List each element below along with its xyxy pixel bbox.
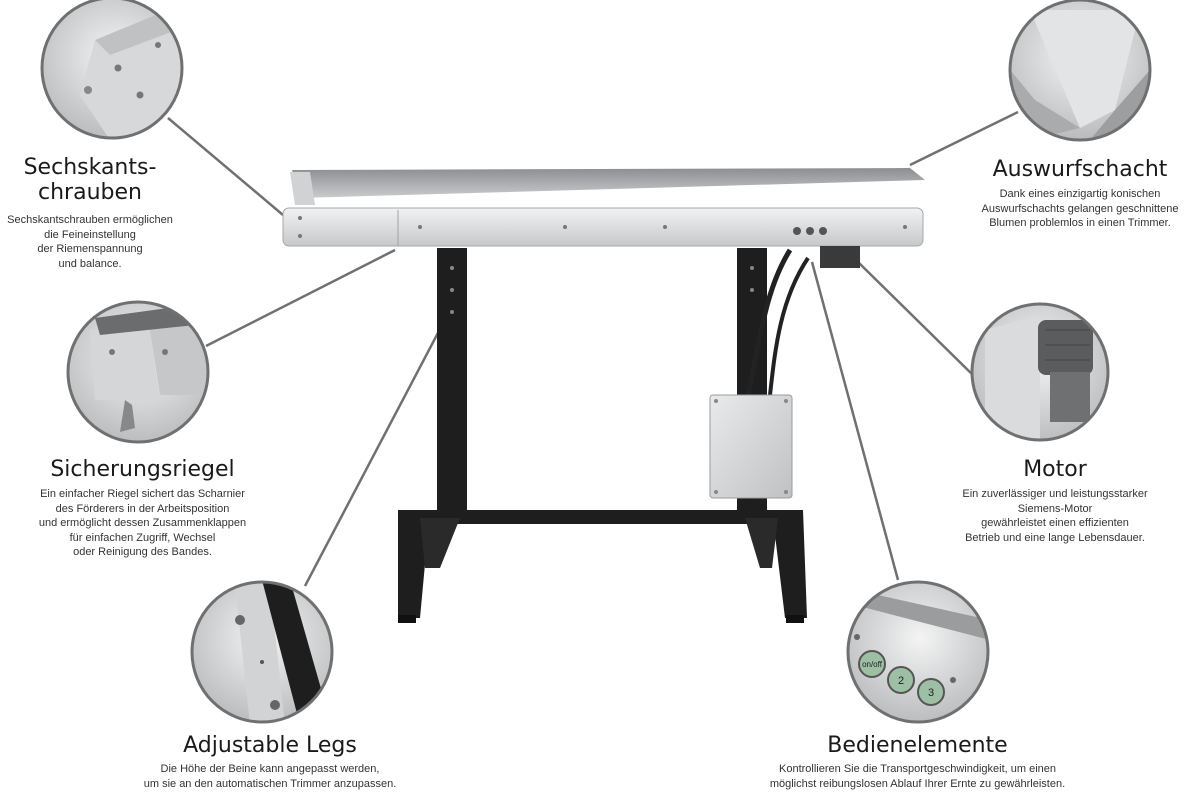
control-button-2-label: 2	[898, 675, 904, 687]
detail-circle-controls: on/off 2 3	[848, 582, 988, 722]
callout-controls-desc: Kontrollieren Sie die Transportgeschwind…	[769, 763, 1066, 790]
callout-motor: Motor Ein zuverlässiger und leistungssta…	[930, 457, 1180, 545]
callout-chute: Auswurfschacht Dank eines einzigartig ko…	[955, 157, 1200, 231]
detail-circle-chute	[1010, 0, 1150, 140]
callout-chute-title: Auswurfschacht	[992, 157, 1168, 182]
callout-latch: Sicherungsriegel Ein einfacher Riegel si…	[0, 457, 285, 560]
callout-chute-desc: Dank eines einzigartig konischen Auswurf…	[981, 188, 1179, 229]
callout-latch-desc: Ein einfacher Riegel sichert das Scharni…	[38, 488, 247, 558]
control-button-onoff-label: on/off	[862, 660, 883, 669]
detail-circle-motor	[972, 304, 1108, 440]
callout-motor-desc: Ein zuverlässiger und leistungsstarker S…	[962, 488, 1148, 544]
callout-controls-title: Bedienelemente	[827, 733, 1008, 758]
callout-legs-desc: Die Höhe der Beine kann angepasst werden…	[143, 763, 397, 790]
callout-latch-title: Sicherungsriegel	[50, 457, 235, 482]
callout-hex-screws: Sechskants- chrauben Sechskantschrauben …	[0, 155, 180, 271]
detail-circle-hex-screws	[42, 0, 182, 138]
callout-motor-title: Motor	[1023, 457, 1087, 482]
callout-legs: Adjustable Legs Die Höhe der Beine kann …	[110, 732, 430, 791]
control-box	[709, 394, 793, 499]
callout-hex-screws-desc: Sechskantschrauben ermöglichen die Feine…	[7, 214, 173, 270]
connector-lines	[167, 110, 1019, 587]
detail-circle-latch	[68, 302, 208, 442]
control-button-3-label: 3	[928, 687, 934, 699]
callout-controls: Bedienelemente Kontrollieren Sie die Tra…	[700, 732, 1135, 791]
detail-circle-legs	[192, 582, 332, 722]
callout-legs-title: Adjustable Legs	[183, 733, 357, 758]
callout-hex-screws-title: Sechskants- chrauben	[23, 155, 157, 205]
conveyor-body	[282, 168, 925, 268]
